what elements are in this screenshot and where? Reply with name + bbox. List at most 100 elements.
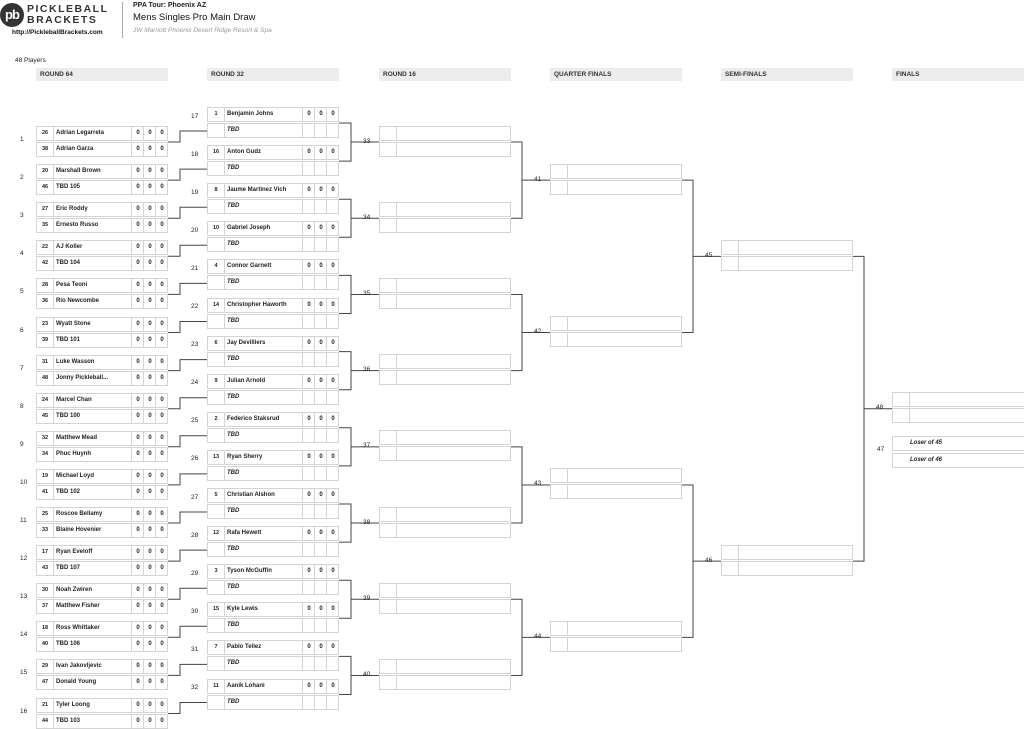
player-row[interactable]: TBD: [207, 389, 339, 405]
game-score: [510, 278, 511, 292]
player-row[interactable]: TBD: [207, 542, 339, 558]
player-row[interactable]: [379, 293, 511, 309]
player-row[interactable]: [379, 354, 511, 370]
player-row[interactable]: [550, 163, 682, 179]
player-row[interactable]: [721, 544, 853, 560]
third-place-row[interactable]: Loser of 46: [892, 453, 1024, 468]
player-row[interactable]: [892, 392, 1024, 408]
player-row[interactable]: TBD: [207, 427, 339, 443]
player-row[interactable]: [550, 332, 682, 348]
player-row[interactable]: [379, 674, 511, 690]
player-row[interactable]: TBD: [207, 580, 339, 596]
player-row[interactable]: TBD: [207, 123, 339, 138]
player-row[interactable]: [550, 484, 682, 500]
player-row[interactable]: [550, 620, 682, 636]
player-row[interactable]: [379, 277, 511, 293]
player-row[interactable]: [379, 582, 511, 598]
player-row[interactable]: [379, 217, 511, 233]
player-row[interactable]: [379, 522, 511, 538]
player-row[interactable]: TBD: [207, 504, 339, 519]
player-row[interactable]: [379, 141, 511, 157]
player-row[interactable]: [379, 598, 511, 614]
player-row[interactable]: TBD: [207, 161, 339, 177]
player-row[interactable]: [550, 636, 682, 652]
player-row[interactable]: [550, 179, 682, 195]
player-name: [568, 181, 681, 194]
player-row[interactable]: TBD: [207, 237, 339, 253]
player-row[interactable]: TBD: [207, 656, 339, 672]
player-row[interactable]: [379, 506, 511, 522]
player-row[interactable]: TBD: [207, 351, 339, 367]
player-row[interactable]: TBD: [207, 694, 339, 710]
player-row[interactable]: TBD: [207, 199, 339, 215]
player-row[interactable]: [721, 255, 853, 271]
player-row[interactable]: [721, 239, 853, 255]
player-row[interactable]: TBD: [207, 313, 339, 329]
site-url-link[interactable]: http://PickleballBrackets.com: [12, 29, 103, 36]
player-row[interactable]: [379, 446, 511, 462]
player-row[interactable]: [379, 370, 511, 386]
player-row[interactable]: [892, 408, 1024, 424]
player-row[interactable]: [379, 201, 511, 217]
player-row[interactable]: [379, 430, 511, 446]
player-row[interactable]: TBD: [207, 618, 339, 634]
logo[interactable]: pb PICKLEBALL BRACKETS http://Pickleball…: [0, 1, 118, 37]
player-row[interactable]: [379, 658, 511, 674]
player-row[interactable]: [550, 468, 682, 484]
player-row[interactable]: TBD: [207, 275, 339, 291]
player-row[interactable]: [550, 316, 682, 332]
player-row[interactable]: TBD: [207, 465, 339, 481]
third-place-row[interactable]: Loser of 45: [892, 436, 1024, 451]
player-row[interactable]: [379, 125, 511, 141]
player-row[interactable]: [721, 560, 853, 576]
